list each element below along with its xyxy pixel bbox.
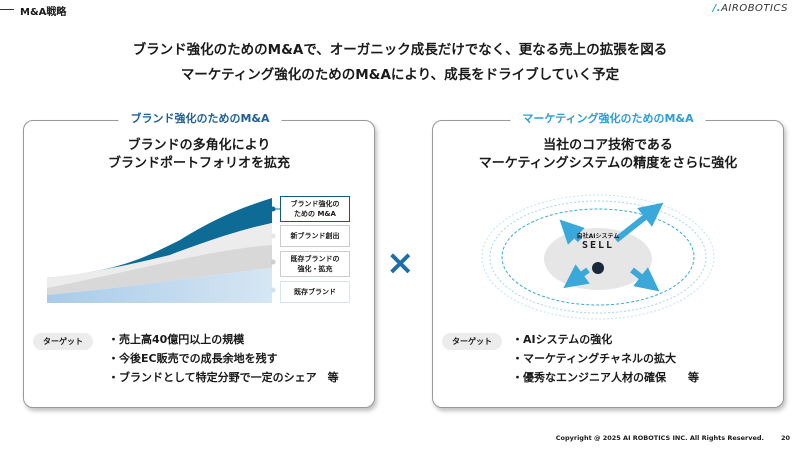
brand-target-2: ・今後EC販売での成長余地を残す (108, 352, 278, 365)
brand-ma-card-title: ブランド強化のためのM&A (118, 110, 282, 126)
area-new-brand (47, 223, 272, 288)
area-ma (47, 198, 272, 282)
page-number: 20 (780, 434, 790, 442)
logo-text: AIROBOTICS (721, 3, 788, 14)
times-icon: × (386, 243, 415, 283)
brand-target-1: ・売上高40億円以上の規模 (108, 333, 245, 346)
label-existing-brand: 既存ブランド (280, 281, 350, 303)
label-brand-ma: ブランド強化の ための M&A (280, 196, 350, 222)
arrow-sw (563, 264, 590, 289)
label-existing-enhance: 既存ブランドの 強化・拡充 (280, 251, 350, 277)
section-title: M&A戦略 (20, 7, 67, 18)
system-name: SELL (581, 240, 615, 251)
brand-subtitle-2: ブランドポートフォリオを拡充 (107, 156, 290, 171)
marketing-subtitle-2: マーケティングシステムの精度をさらに強化 (478, 156, 738, 171)
area-existing-brand (47, 268, 272, 303)
company-logo: /.AIROBOTICS (713, 3, 788, 14)
marketing-target-2: ・マーケティングチャネルの拡大 (512, 352, 677, 365)
brand-portfolio-chart (47, 198, 280, 303)
label-new-brand: 新ブランド創出 (280, 225, 350, 247)
ai-head-icon (592, 262, 604, 274)
target-tag: ターゲット (33, 333, 93, 350)
system-caption: 自社AIシステム (576, 233, 620, 240)
marketing-ma-card-title: マーケティング強化のためのM&A (510, 110, 706, 126)
marker-enhance (270, 259, 276, 265)
marketing-target-1: ・AIシステムの強化 (512, 333, 613, 346)
target-tag: ターゲット (442, 333, 502, 350)
copyright: Copyright @ 2025 AI ROBOTICS INC. All Ri… (555, 434, 764, 442)
marketing-subtitle-1: 当社のコア技術である (543, 138, 673, 153)
marker-new (270, 233, 276, 239)
sell-system-diagram (481, 194, 715, 320)
marker-ma (270, 206, 276, 212)
headline-line-1: ブランド強化のためのM&Aで、オーガニック成長だけでなく、更なる売上の拡張を図る (132, 42, 668, 58)
logo-mark: /. (712, 3, 722, 14)
brand-subtitle-1: ブランドの多角化により (127, 138, 271, 153)
marketing-target-3: ・優秀なエンジニア人材の確保 等 (512, 371, 699, 384)
arrow-se (630, 267, 660, 292)
headline-line-2: マーケティング強化のためのM&Aにより、成長をドライブしていく予定 (180, 67, 620, 83)
arrow-ne (614, 202, 664, 243)
brand-target-3: ・ブランドとして特定分野で一定のシェア 等 (108, 371, 339, 384)
area-existing-enhance (47, 245, 272, 295)
marker-existing (270, 287, 276, 293)
header-rule (0, 9, 14, 10)
arrow-nw (559, 219, 585, 245)
expansion-arrows (559, 202, 664, 292)
